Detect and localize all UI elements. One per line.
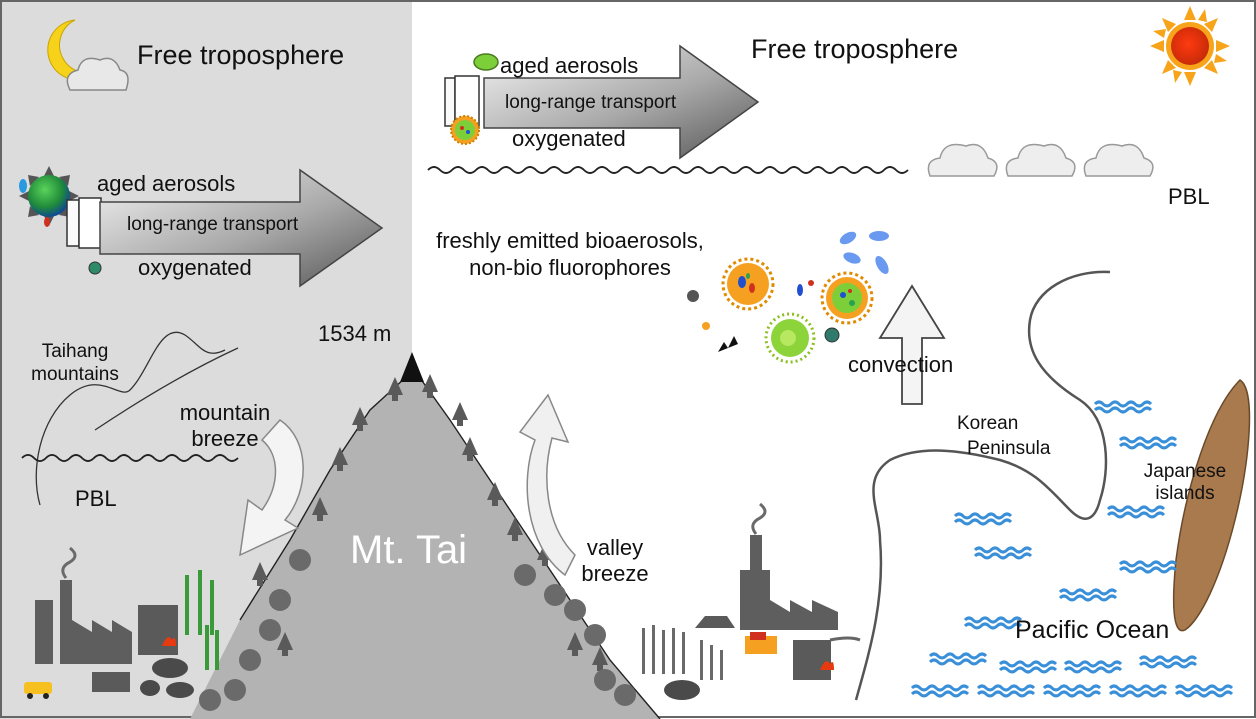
car-icon	[695, 616, 777, 654]
building-fire-icon	[793, 636, 861, 680]
taihang-mountain-line	[35, 331, 226, 506]
convection-arrow	[878, 284, 946, 405]
aged-aerosol-particle-icon	[473, 53, 499, 71]
crops-icon	[185, 570, 219, 670]
mountain-breeze-label: mountain breeze	[179, 400, 271, 451]
oxygenated-label-left: oxygenated	[138, 255, 252, 280]
mt-tai-mountain	[190, 378, 660, 719]
pbl-label-left: PBL	[75, 486, 117, 511]
oxygenated-particle-icon	[450, 115, 480, 145]
summit-elevation-label: 1534 m	[318, 321, 392, 346]
car-icon	[24, 682, 52, 699]
pacific-ocean-label: Pacific Ocean	[1015, 616, 1170, 644]
fresh-bioaerosols-label: freshly emitted bioaerosols, non-bio flu…	[436, 228, 704, 280]
sun-icon	[1150, 6, 1230, 86]
transport-arrow-left	[99, 168, 384, 288]
aged-aerosols-label-right: aged aerosols	[500, 53, 639, 78]
factory-icon	[35, 546, 132, 664]
truck-icon	[92, 672, 130, 692]
free-troposphere-label-left: Free troposphere	[137, 40, 345, 70]
factory-icon	[740, 502, 838, 630]
japanese-islands-label: Japanese islands	[1143, 461, 1227, 504]
livestock-icon	[140, 658, 194, 698]
free-troposphere-label-right: Free troposphere	[751, 34, 959, 64]
oxygenated-particle-icon	[88, 261, 102, 275]
korean-peninsula-coast	[854, 270, 1111, 701]
pbl-line-right	[427, 166, 909, 174]
mountain-breeze-arrow	[239, 419, 304, 557]
korean-peninsula-label: Korean Peninsula	[957, 413, 1051, 459]
long-range-transport-label-left: long-range transport	[127, 214, 299, 235]
bioaerosol-particles	[687, 231, 889, 364]
transport-arrow-right	[483, 44, 760, 160]
aged-aerosol-particle-icon	[19, 166, 79, 227]
livestock-icon	[664, 680, 700, 700]
valley-breeze-label: valley breeze	[581, 535, 649, 586]
oxygenated-label-right: oxygenated	[512, 126, 626, 151]
taihang-mountains-label: Taihang mountains	[31, 341, 119, 385]
cloud-icon	[927, 143, 1154, 177]
pbl-label-right: PBL	[1168, 184, 1210, 209]
long-range-transport-label-right: long-range transport	[505, 92, 677, 113]
summit-marker-icon	[400, 352, 424, 382]
mt-tai-label: Mt. Tai	[350, 528, 468, 572]
convection-label: convection	[848, 352, 954, 377]
building-fire-icon	[138, 605, 178, 655]
japanese-islands-shape	[1172, 379, 1251, 632]
cloud-icon	[66, 57, 129, 91]
aged-aerosols-label-left: aged aerosols	[97, 171, 236, 196]
filter-sampler-icon	[66, 197, 102, 249]
taihang-mountain-line	[94, 347, 239, 431]
pbl-line-left	[21, 454, 239, 462]
crops-icon	[642, 625, 723, 680]
valley-breeze-arrow	[518, 393, 576, 577]
